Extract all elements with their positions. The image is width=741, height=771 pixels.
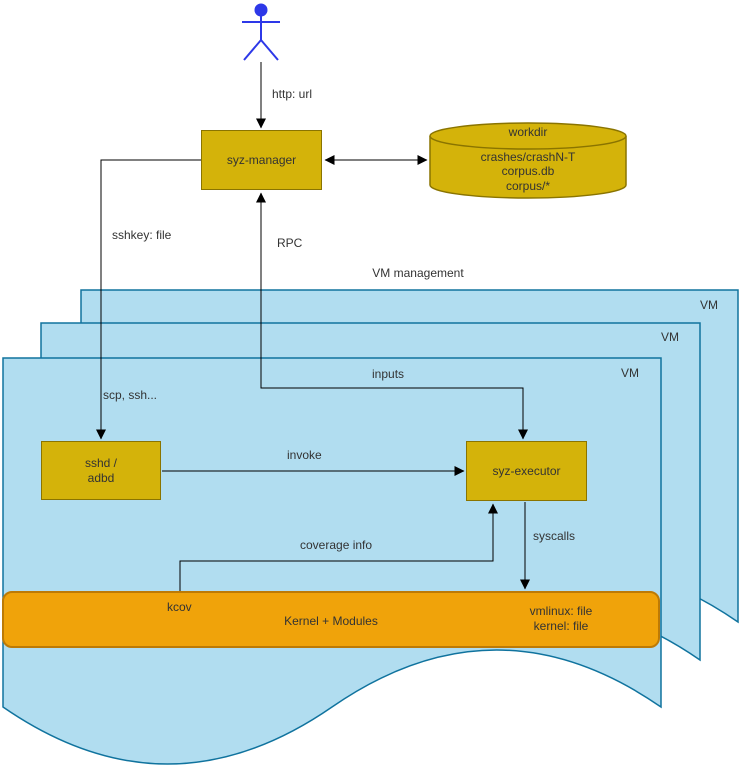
- actor-figure: [242, 3, 280, 61]
- label-syscalls: syscalls: [533, 529, 576, 543]
- node-kernel: kcov Kernel + Modules vmlinux: file kern…: [2, 591, 660, 648]
- kernel-files-label: vmlinux: file kernel: file: [499, 604, 623, 634]
- label-sshkey-file: sshkey: file: [112, 228, 172, 242]
- node-sshd-adbd: sshd / adbd: [41, 441, 161, 500]
- vm-label-back: VM: [700, 298, 718, 312]
- workdir-title: workdir: [508, 125, 548, 139]
- node-syz-executor: syz-executor: [466, 441, 587, 501]
- label-rpc: RPC: [277, 236, 303, 250]
- vm-label-middle: VM: [661, 330, 679, 344]
- vmlinux-file-label: vmlinux: file: [529, 604, 593, 618]
- sshd-label-line1: sshd /: [84, 455, 117, 470]
- node-syz-manager: syz-manager: [201, 130, 322, 190]
- syz-executor-label: syz-executor: [492, 463, 561, 478]
- label-invoke: invoke: [287, 448, 322, 462]
- vm-label-front: VM: [621, 366, 639, 380]
- kernel-modules-label: Kernel + Modules: [284, 614, 378, 628]
- label-scp-ssh: scp, ssh...: [103, 388, 158, 402]
- workdir-line-corpusdb: corpus.db: [501, 164, 555, 178]
- edge-rpc-inputs: [256, 192, 528, 440]
- workdir-cylinder: [429, 122, 627, 199]
- label-http-url: http: url: [272, 87, 313, 101]
- label-inputs: inputs: [372, 367, 405, 381]
- actor-head: [254, 3, 268, 17]
- edge-coverage: [179, 503, 498, 591]
- label-coverage-info: coverage info: [300, 538, 373, 552]
- syz-manager-label: syz-manager: [226, 152, 297, 167]
- edge-sshkey-scp: [96, 159, 201, 440]
- label-vm-management: VM management: [372, 266, 464, 280]
- sshd-label-line2: adbd: [87, 470, 115, 485]
- workdir-line-corpus: corpus/*: [505, 179, 551, 193]
- kcov-label: kcov: [167, 600, 192, 614]
- workdir-line-crashes: crashes/crashN-T: [480, 150, 576, 164]
- kernel-file-label: kernel: file: [533, 619, 589, 633]
